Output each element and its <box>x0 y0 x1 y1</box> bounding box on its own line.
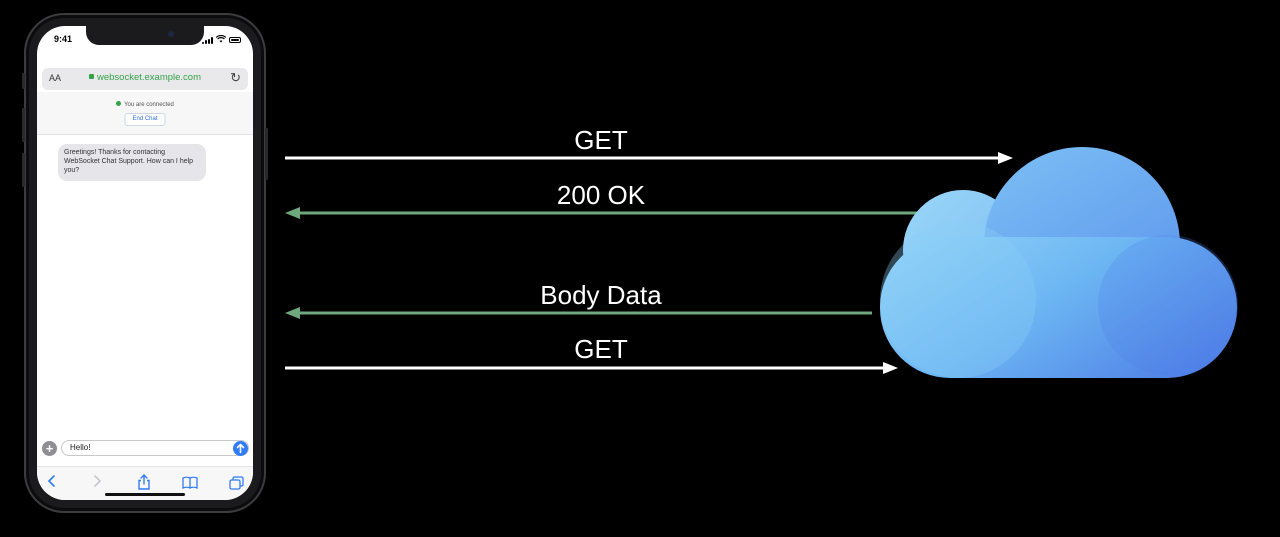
lock-icon <box>88 74 94 79</box>
address-bar[interactable]: AA websocket.example.com ↻ <box>42 68 248 90</box>
compose-bar: + Hello! <box>41 440 249 458</box>
volume-up-button <box>22 108 25 142</box>
share-icon[interactable] <box>137 474 151 495</box>
end-chat-button[interactable]: End Chat <box>124 113 166 126</box>
arrow-200-ok-response <box>285 207 920 219</box>
bookmarks-icon[interactable] <box>182 476 198 494</box>
message-bubble: Greetings! Thanks for contacting WebSock… <box>58 144 206 181</box>
connection-status-text: You are connected <box>124 102 174 108</box>
arrow-label-200-ok: 200 OK <box>556 180 646 210</box>
home-indicator <box>105 493 185 496</box>
status-icons <box>202 34 241 45</box>
forward-icon[interactable] <box>91 474 103 493</box>
back-icon[interactable] <box>46 474 58 493</box>
arrow-body-data-response <box>285 307 872 319</box>
arrow-label-get-1: GET <box>574 125 628 155</box>
url-text-row[interactable]: websocket.example.com <box>42 72 248 83</box>
status-bar: 9:41 <box>37 26 253 52</box>
reload-icon[interactable]: ↻ <box>230 70 241 85</box>
status-time: 9:41 <box>54 34 73 44</box>
camera-icon <box>168 31 174 37</box>
tabs-icon[interactable] <box>229 476 244 495</box>
power-button <box>265 128 268 180</box>
silent-switch <box>22 73 25 89</box>
url-text[interactable]: websocket.example.com <box>96 72 202 83</box>
notch <box>86 26 204 45</box>
cloud-icon <box>880 147 1238 378</box>
iphone-device: 9:41 AA websocket.example.com ↻ You are … <box>22 13 268 513</box>
connected-dot-icon <box>116 101 122 106</box>
arrow-get-request-2 <box>285 362 898 374</box>
signal-icon <box>202 36 213 44</box>
connection-status: You are connected <box>37 101 253 108</box>
arrow-label-get-2: GET <box>574 334 628 364</box>
phone-screen: 9:41 AA websocket.example.com ↻ You are … <box>37 26 253 500</box>
volume-down-button <box>22 153 25 187</box>
message-input[interactable]: Hello! <box>61 440 249 456</box>
browser-toolbar <box>37 466 253 500</box>
battery-icon <box>229 37 241 43</box>
arrow-get-request-1 <box>285 152 1013 164</box>
chat-header: You are connected End Chat <box>37 92 253 135</box>
text-size-button[interactable]: AA <box>49 73 62 83</box>
add-attachment-icon[interactable]: + <box>42 441 57 456</box>
send-icon[interactable] <box>233 441 248 456</box>
arrow-label-body-data: Body Data <box>540 280 662 310</box>
wifi-icon <box>215 34 227 45</box>
